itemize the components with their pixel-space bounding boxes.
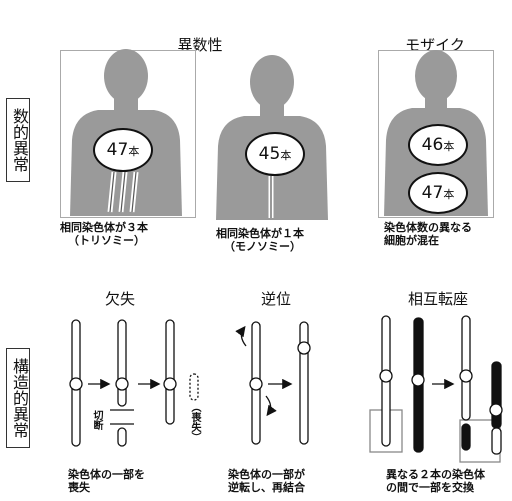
inversion-caption-line1: 染色体の一部が xyxy=(228,468,305,481)
trisomy-caption-line2: （トリソミー） xyxy=(68,234,145,247)
monosomy-caption: 相同染色体が１本 （モノソミー） xyxy=(216,227,356,253)
monosomy-caption-line1: 相同染色体が１本 xyxy=(216,227,304,240)
inversion-caption-line2: 逆転し、再結合 xyxy=(228,481,305,494)
aneuploidy-title: 異数性 xyxy=(177,36,223,54)
mosaic-caption-line2: 細胞が混在 xyxy=(384,234,439,247)
numerical-abnormality-label: 数的異常 xyxy=(6,98,30,182)
mosaic-count-top: 46 xyxy=(421,135,444,155)
deletion-caption: 染色体の一部を 喪失 xyxy=(68,468,198,494)
mosaic-caption: 染色体数の異なる 細胞が混在 xyxy=(384,221,504,247)
structural-abnormality-label: 構造的異常 xyxy=(6,348,30,448)
mosaic-unit-bottom: 本 xyxy=(443,188,455,201)
mosaic-count-oval-bottom: 47本 xyxy=(408,172,468,214)
mosaic-count-bottom: 47 xyxy=(421,183,444,203)
monosomy-count-oval: 45本 xyxy=(245,132,305,176)
translocation-caption-line1: 異なる２本の染色体 xyxy=(386,468,485,481)
translocation-diagram xyxy=(369,315,503,463)
inversion-title: 逆位 xyxy=(260,290,291,308)
monosomy-caption-line2: （モノソミー） xyxy=(224,240,301,253)
mosaic-title: モザイク xyxy=(405,36,465,54)
monosomy-unit: 本 xyxy=(280,149,292,162)
mosaic-count-oval-top: 46本 xyxy=(408,124,468,166)
monosomy-count: 45 xyxy=(258,144,281,164)
inversion-caption: 染色体の一部が 逆転し、再結合 xyxy=(228,468,348,494)
inversion-diagram xyxy=(235,321,311,445)
trisomy-count: 47 xyxy=(106,140,129,160)
mosaic-unit-top: 本 xyxy=(443,140,455,153)
deletion-caption-line2: 喪失 xyxy=(68,481,90,494)
deletion-caption-line1: 染色体の一部を xyxy=(68,468,145,481)
trisomy-caption-line1: 相同染色体が３本 xyxy=(60,221,148,234)
deletion-diagram xyxy=(69,319,199,447)
translocation-title: 相互転座 xyxy=(407,290,468,308)
cut-label: 切断 xyxy=(91,410,102,430)
translocation-caption-line2: の間で一部を交換 xyxy=(386,481,474,494)
translocation-caption: 異なる２本の染色体 の間で一部を交換 xyxy=(386,468,510,494)
trisomy-count-oval: 47本 xyxy=(93,128,153,172)
trisomy-caption: 相同染色体が３本 （トリソミー） xyxy=(60,221,200,247)
mosaic-caption-line1: 染色体数の異なる xyxy=(384,221,472,234)
trisomy-unit: 本 xyxy=(128,145,140,158)
deletion-title: 欠失 xyxy=(104,290,135,308)
lost-label: （喪失） xyxy=(189,402,200,442)
